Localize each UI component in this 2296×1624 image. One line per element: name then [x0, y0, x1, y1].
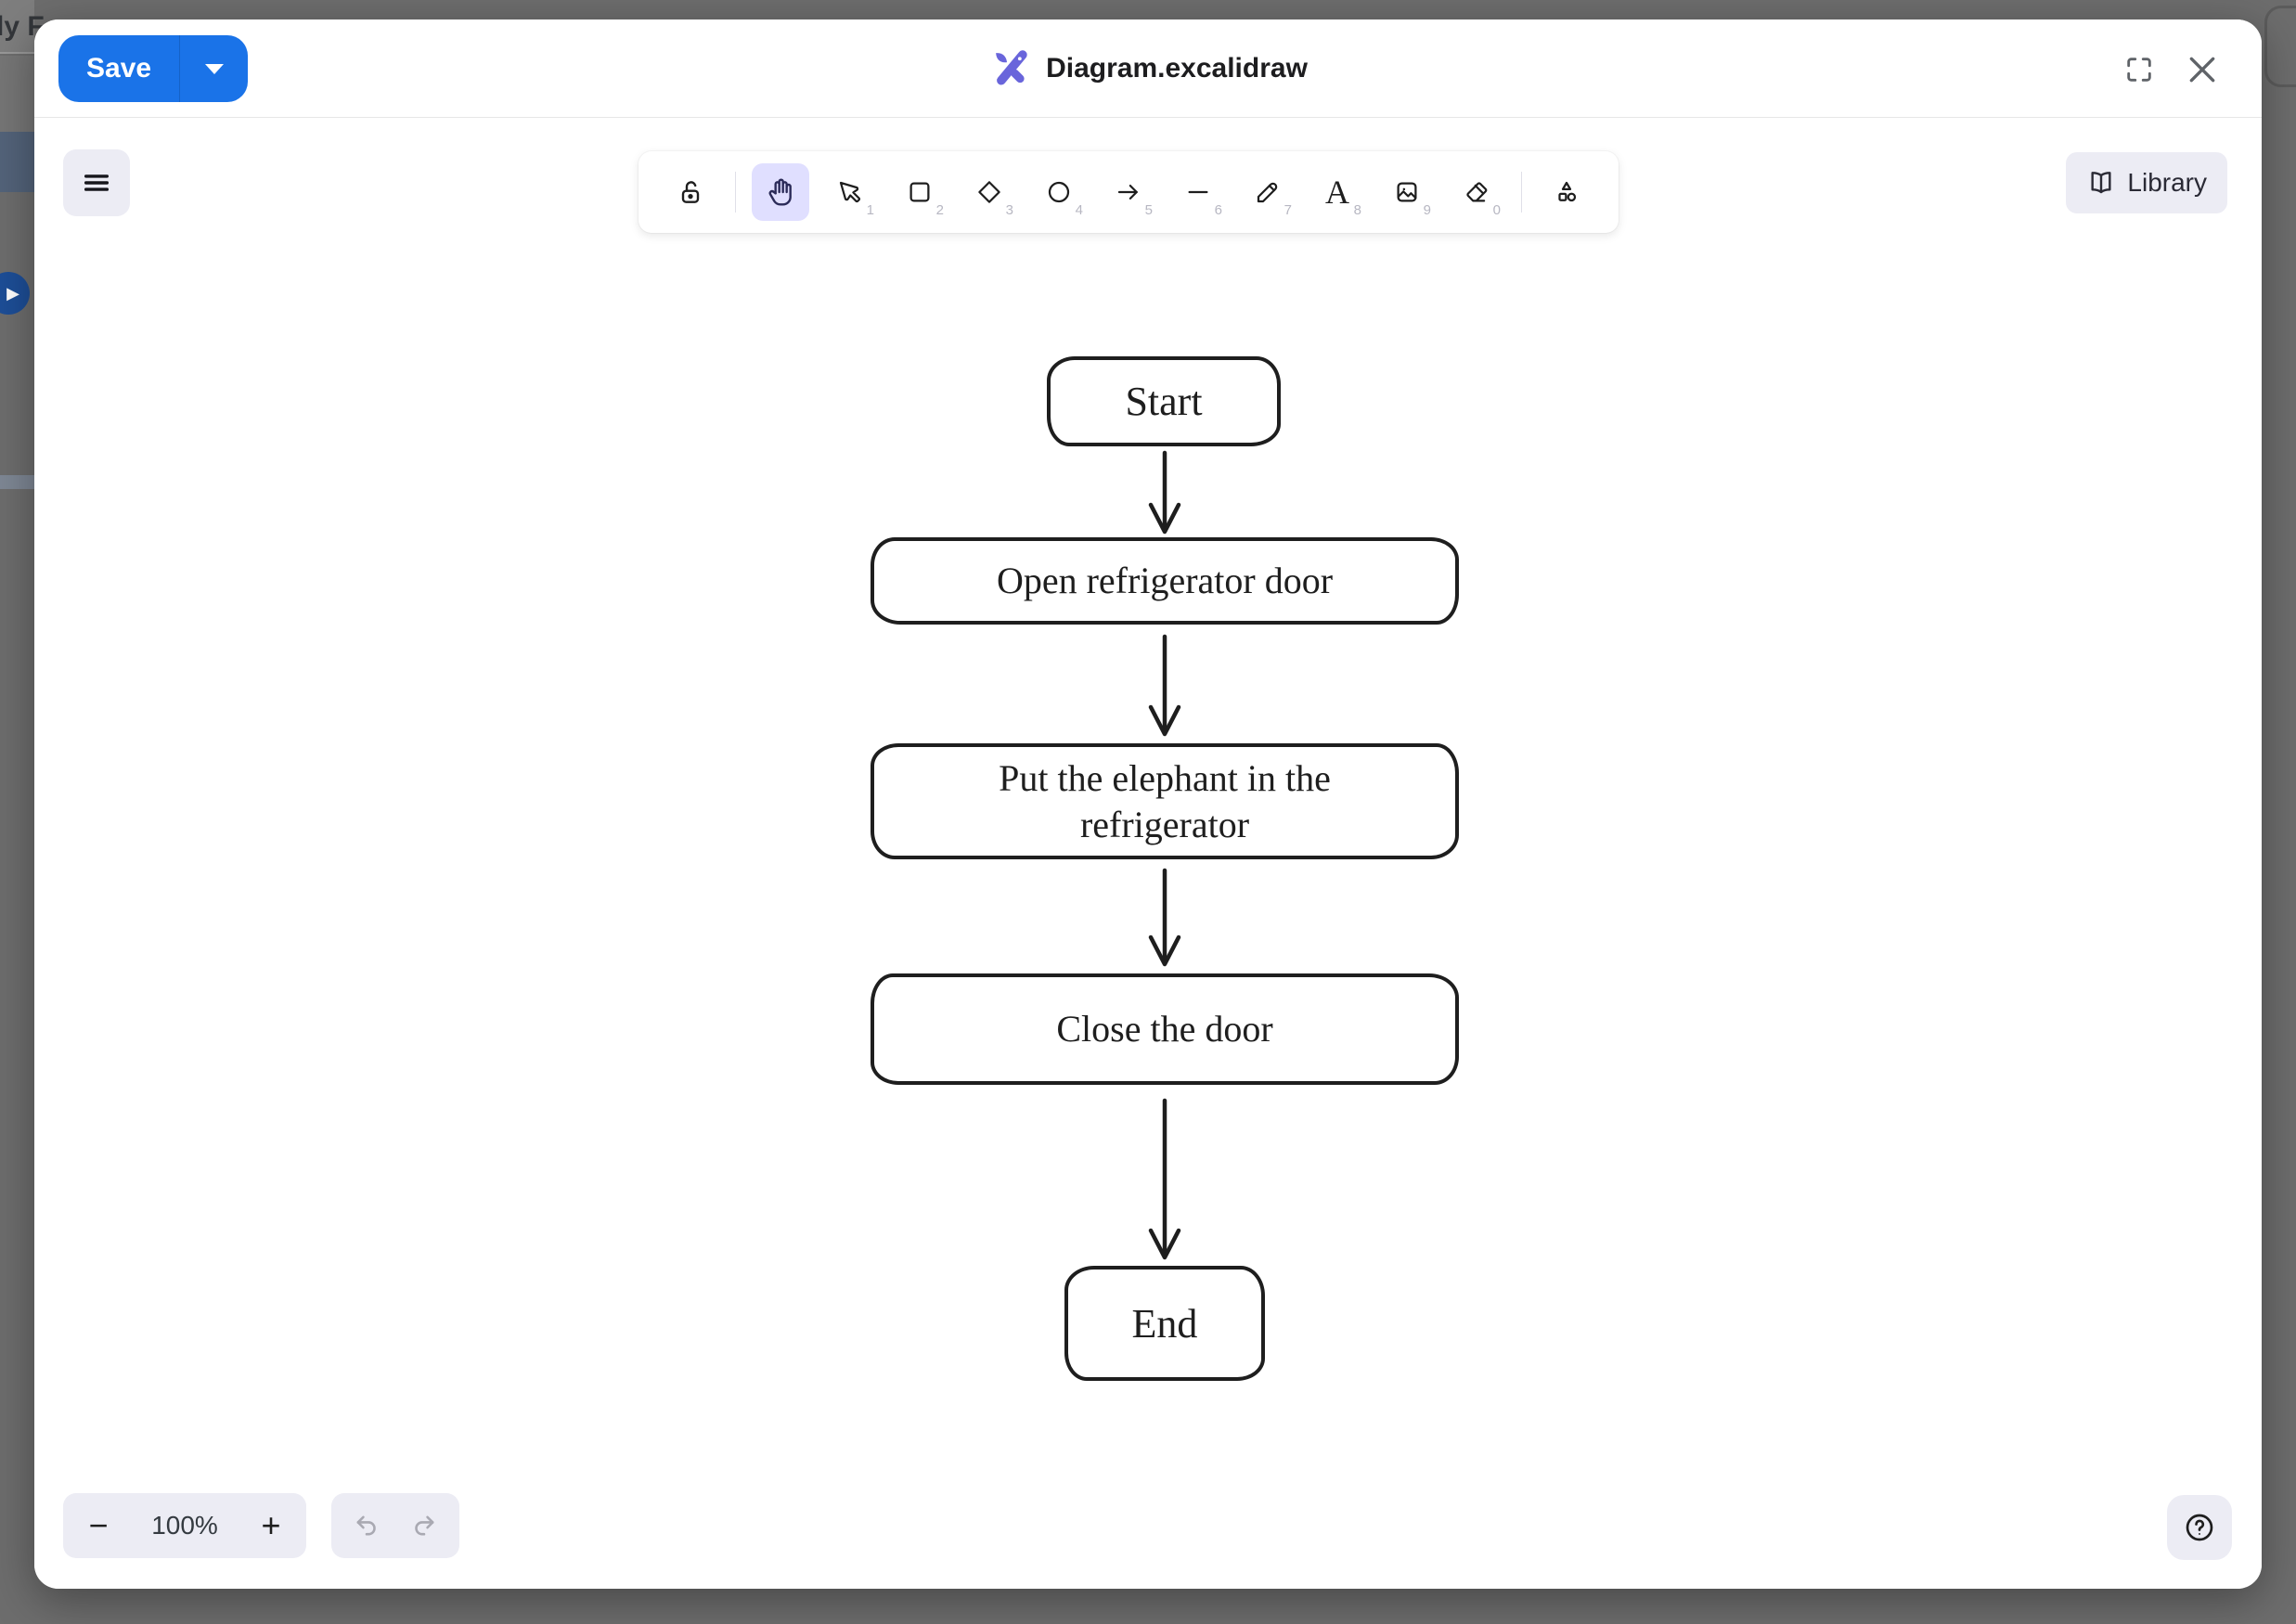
diamond-icon: [978, 181, 1000, 203]
flowchart-arrow[interactable]: [1137, 1098, 1193, 1262]
flowchart-arrow[interactable]: [1137, 450, 1193, 536]
tool-text[interactable]: A 8: [1309, 163, 1366, 221]
ellipse-icon: [1048, 181, 1070, 203]
node-label: Start: [1125, 379, 1203, 424]
hand-icon: [768, 178, 792, 206]
backdrop-right-strip: [2262, 0, 2296, 1624]
arrow-icon: [1117, 185, 1138, 200]
save-split-button: Save: [58, 35, 249, 102]
flowchart-arrow[interactable]: [1137, 868, 1193, 969]
flowchart-arrow[interactable]: [1137, 634, 1193, 739]
tool-more-shapes[interactable]: [1538, 163, 1595, 221]
redo-icon: [415, 1515, 434, 1536]
help-button[interactable]: [2167, 1495, 2232, 1560]
tool-shortcut: 4: [1075, 202, 1083, 218]
title-group: Diagram.excalidraw: [988, 19, 1308, 118]
modal-title: Diagram.excalidraw: [1046, 53, 1308, 84]
close-button[interactable]: [2184, 51, 2221, 88]
redo-button[interactable]: [402, 1500, 446, 1552]
flowchart-node-open-door[interactable]: Open refrigerator door: [871, 537, 1459, 625]
library-button[interactable]: Library: [2066, 152, 2227, 213]
tool-shortcut: 3: [1005, 202, 1013, 218]
tool-eraser[interactable]: 0: [1448, 163, 1505, 221]
close-icon: [2189, 57, 2215, 83]
backdrop-highlight-band: ▶: [0, 132, 34, 315]
flowchart-node-close-door[interactable]: Close the door: [871, 973, 1459, 1085]
tool-shortcut: 5: [1144, 202, 1153, 218]
main-menu-button[interactable]: [63, 149, 130, 216]
tool-island: 1 2 3 4: [638, 151, 1619, 233]
save-button[interactable]: Save: [58, 35, 179, 102]
save-dropdown-button[interactable]: [179, 35, 248, 102]
line-icon: [1188, 190, 1208, 194]
tool-selection[interactable]: 1: [821, 163, 879, 221]
tool-shortcut: 8: [1353, 202, 1361, 218]
fullscreen-icon: [2127, 58, 2151, 82]
flowchart-node-start[interactable]: Start: [1047, 356, 1281, 446]
library-book-icon: [2091, 172, 2111, 194]
excalidraw-modal: Save Diagram.excalidraw: [34, 19, 2262, 1589]
tool-hand[interactable]: [752, 163, 809, 221]
node-label: Open refrigerator door: [996, 560, 1334, 601]
zoom-out-button[interactable]: −: [72, 1500, 124, 1552]
tool-shortcut: 0: [1492, 202, 1501, 218]
hamburger-menu-icon: [84, 174, 110, 191]
backdrop-card-outline: [2264, 6, 2296, 87]
library-button-label: Library: [2127, 168, 2207, 197]
tool-shortcut: 6: [1214, 202, 1222, 218]
shapes-icon: [1558, 181, 1577, 202]
tool-rectangle[interactable]: 2: [891, 163, 948, 221]
excalidraw-logo-icon: [996, 50, 1027, 85]
flowchart-node-end[interactable]: End: [1064, 1266, 1265, 1381]
plus-icon: +: [261, 1506, 281, 1544]
tool-draw[interactable]: 7: [1239, 163, 1296, 221]
pencil-icon: [1257, 182, 1278, 203]
modal-header: Save Diagram.excalidraw: [34, 19, 2262, 118]
zoom-in-button[interactable]: +: [245, 1500, 297, 1552]
chevron-down-icon: [204, 63, 224, 74]
zoom-level-value[interactable]: 100%: [151, 1511, 218, 1540]
backdrop-band: [0, 56, 34, 132]
toolbar-divider: [735, 172, 736, 213]
history-controls: [331, 1493, 459, 1558]
undo-button[interactable]: [344, 1500, 389, 1552]
tool-image[interactable]: 9: [1378, 163, 1436, 221]
tool-ellipse[interactable]: 4: [1030, 163, 1088, 221]
tool-shortcut: 1: [866, 202, 874, 218]
node-label: Close the door: [1056, 1008, 1273, 1050]
tool-diamond[interactable]: 3: [961, 163, 1018, 221]
backdrop-left-strip: ly F ▶: [0, 0, 45, 1624]
minus-icon: −: [88, 1506, 109, 1544]
tool-shortcut: 2: [935, 202, 944, 218]
tool-line[interactable]: 6: [1169, 163, 1227, 221]
cursor-icon: [839, 181, 861, 203]
fullscreen-button[interactable]: [2121, 51, 2158, 88]
rectangle-icon: [909, 182, 930, 202]
unlock-icon: [681, 181, 700, 203]
eraser-icon: [1466, 182, 1488, 202]
tool-arrow[interactable]: 5: [1100, 163, 1157, 221]
flowchart-node-put-elephant[interactable]: Put the elephant in the refrigerator: [871, 743, 1459, 859]
save-button-label: Save: [86, 53, 152, 84]
drawing-canvas[interactable]: 1 2 3 4: [34, 119, 2262, 1589]
tool-shortcut: 7: [1283, 202, 1292, 218]
image-icon: [1397, 182, 1417, 202]
tool-lock[interactable]: [662, 163, 719, 221]
node-label: Put the elephant in the refrigerator: [999, 756, 1331, 845]
backdrop-blue-circle-icon: ▶: [0, 272, 30, 315]
zoom-controls: − 100% +: [63, 1493, 306, 1558]
help-icon: [2186, 1514, 2213, 1541]
toolbar-divider: [1521, 172, 1522, 213]
node-label: End: [1131, 1300, 1198, 1347]
text-tool-icon: A: [1325, 174, 1349, 211]
backdrop-topbar: ly F: [0, 0, 45, 54]
undo-icon: [356, 1515, 376, 1536]
backdrop-band-2: [0, 475, 34, 489]
tool-shortcut: 9: [1423, 202, 1431, 218]
